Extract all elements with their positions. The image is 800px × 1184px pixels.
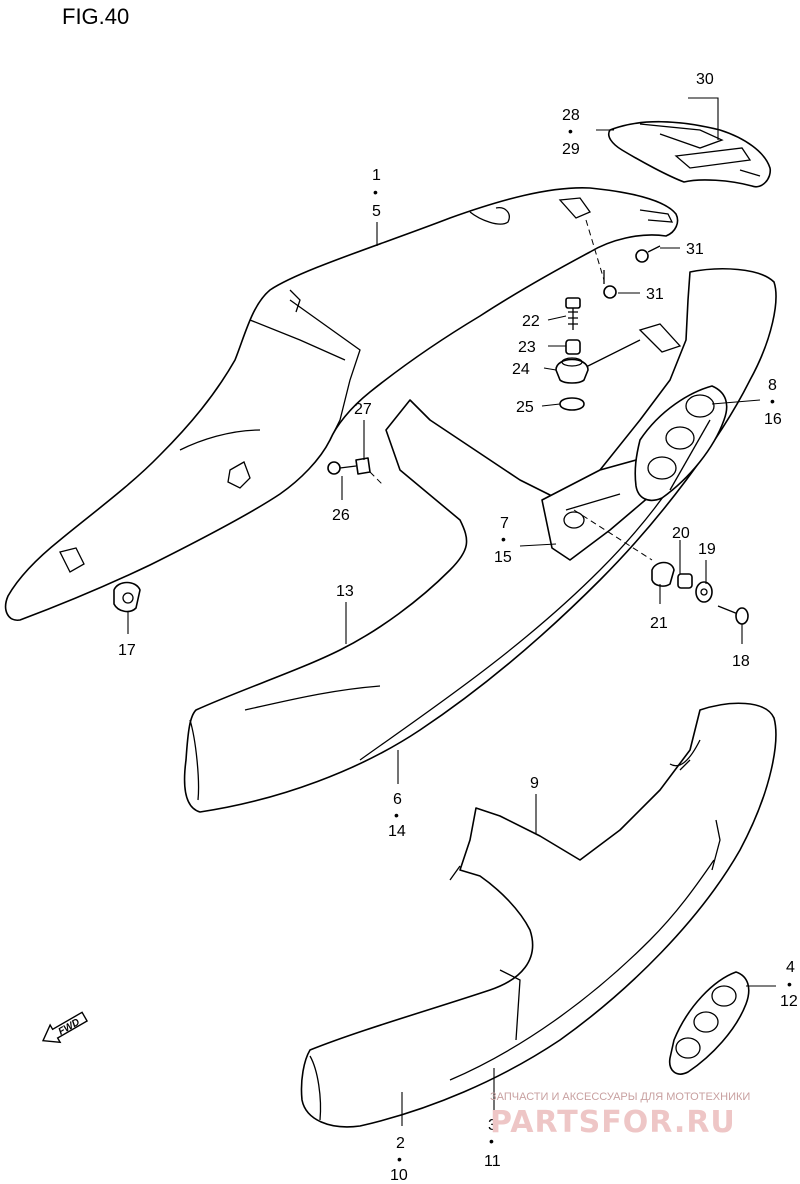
screw-18	[717, 605, 749, 625]
emblem-plate-lower	[668, 971, 750, 1075]
callout-separator: •	[397, 1151, 402, 1167]
callout-separator: •	[489, 1133, 494, 1149]
callout-21: 21	[650, 615, 668, 632]
callout-2-10: 2 • 10	[390, 1135, 408, 1184]
callout-number: 28	[562, 107, 580, 124]
fwd-label: FWD	[57, 1017, 82, 1038]
callout-27: 27	[354, 401, 372, 418]
callout-separator: •	[373, 184, 378, 200]
callout-number: 7	[500, 515, 509, 532]
collar-23	[565, 339, 581, 355]
callout-separator: •	[568, 123, 573, 139]
washer-19	[695, 581, 713, 603]
callout-26: 26	[332, 507, 350, 524]
callout-separator: •	[770, 393, 775, 409]
side-cover-lower	[300, 702, 777, 1128]
inner-trim-piece	[541, 459, 651, 561]
grommet-24	[555, 357, 589, 384]
figure-title: FIG.40	[62, 4, 129, 29]
callout-31a: 31	[686, 241, 704, 258]
callout-number: 12	[780, 993, 798, 1010]
callout-28-29: 28 • 29	[562, 107, 580, 158]
callout-number: 2	[396, 1135, 405, 1152]
leader-lines	[127, 97, 776, 1126]
callout-number: 5	[372, 203, 381, 220]
callout-24: 24	[512, 361, 530, 378]
callout-31b: 31	[646, 286, 664, 303]
callout-30: 30	[696, 71, 714, 88]
callout-3-11: 3 • 11	[484, 1117, 501, 1170]
grommet-21	[651, 561, 675, 587]
callout-number: 3	[488, 1117, 497, 1134]
callout-number: 11	[484, 1153, 501, 1170]
callout-number: 16	[764, 411, 782, 428]
callout-number: 29	[562, 141, 580, 158]
callout-number: 15	[494, 549, 512, 566]
callout-8-16: 8 • 16	[764, 377, 782, 428]
callout-17: 17	[118, 642, 136, 659]
nut-25	[559, 397, 585, 411]
bolt-27	[355, 457, 371, 475]
watermark-brand: PARTSFOR.RU	[490, 1105, 736, 1140]
callout-20: 20	[672, 525, 690, 542]
callout-22: 22	[522, 313, 540, 330]
tail-cap-part	[607, 120, 772, 188]
callout-18: 18	[732, 653, 750, 670]
callout-7-15: 7 • 15	[494, 515, 512, 566]
callout-25: 25	[516, 399, 534, 416]
callout-4-12: 4 • 12	[780, 959, 798, 1010]
callout-number: 14	[388, 823, 406, 840]
assembly-line-c	[369, 471, 385, 487]
callout-1-5: 1 • 5	[372, 167, 381, 220]
callout-6-14: 6 • 14	[388, 791, 406, 840]
emblem-plate-upper	[634, 385, 728, 502]
collar-20	[677, 573, 693, 589]
screw-31-lower	[603, 270, 617, 299]
callout-13: 13	[336, 583, 354, 600]
assembly-line-a	[585, 219, 605, 281]
callout-separator: •	[787, 976, 792, 992]
callout-separator: •	[501, 531, 506, 547]
bolt-22	[565, 297, 581, 330]
callout-number: 10	[390, 1167, 408, 1184]
fwd-direction-arrow: FWD	[41, 1011, 89, 1044]
callout-19: 19	[698, 541, 716, 558]
callout-number: 4	[786, 959, 795, 976]
seat-tail-cowl-upper	[4, 187, 679, 621]
screw-31-upper	[635, 245, 661, 263]
callout-number: 1	[372, 167, 381, 184]
assembly-line-b	[573, 509, 653, 561]
screw-26	[327, 461, 357, 475]
grommet-17	[113, 581, 141, 613]
callout-9: 9	[530, 775, 539, 792]
callout-23: 23	[518, 339, 536, 356]
callout-number: 8	[768, 377, 777, 394]
callout-separator: •	[394, 807, 399, 823]
callout-number: 6	[393, 791, 402, 808]
watermark-tagline: ЗАПЧАСТИ И АКСЕССУАРЫ ДЛЯ МОТОТЕХНИКИ	[490, 1091, 750, 1103]
watermark: ЗАПЧАСТИ И АКСЕССУАРЫ ДЛЯ МОТОТЕХНИКИ PA…	[490, 1091, 750, 1140]
